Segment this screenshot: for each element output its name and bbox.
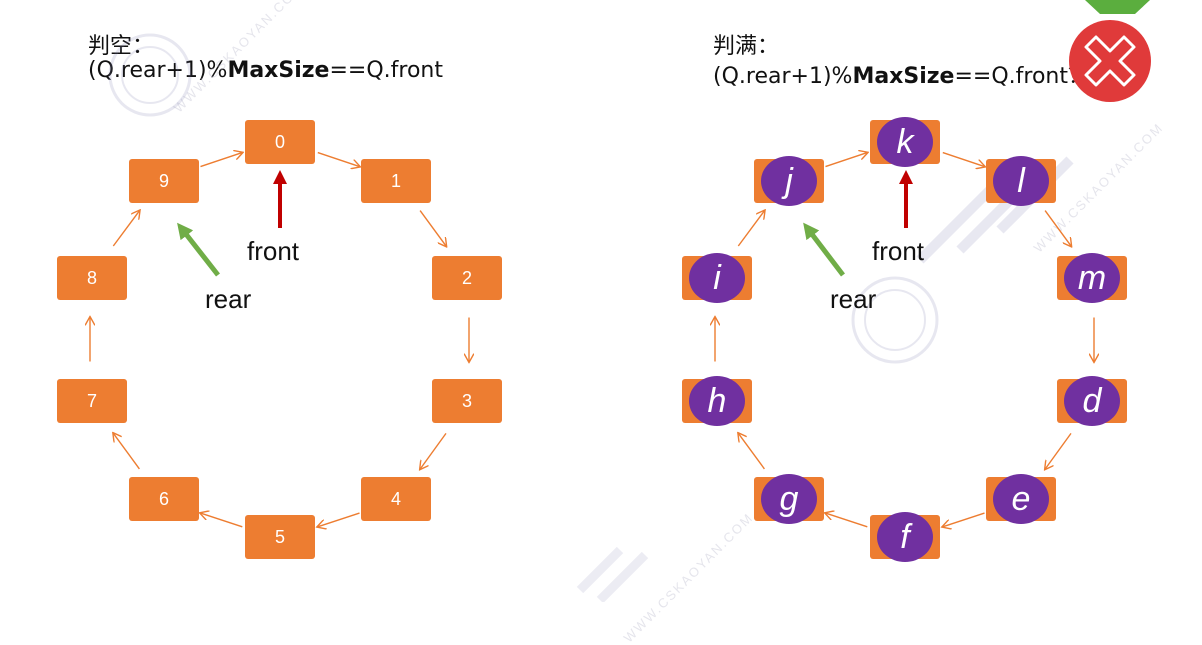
right-title-line1: 判满： bbox=[713, 34, 780, 59]
right-element-4: e bbox=[993, 474, 1049, 524]
right-queue-cell-4: e bbox=[986, 474, 1056, 524]
left-ring-arrow-6 bbox=[113, 433, 140, 470]
right-queue-cell-2: m bbox=[1057, 253, 1127, 303]
right-ring-arrows bbox=[715, 153, 1094, 527]
left-cell-index-0: 0 bbox=[274, 131, 285, 152]
right-expr-pre: (Q.rear+1)% bbox=[713, 64, 853, 89]
right-queue-cell-9: j bbox=[754, 156, 824, 206]
left-ring-arrow-0 bbox=[317, 151, 360, 167]
left-queue-cell-5: 5 bbox=[245, 515, 315, 559]
right-ring-arrow-9 bbox=[825, 153, 868, 168]
right-ring-arrow-1 bbox=[1044, 210, 1071, 247]
right-ring-arrow-6 bbox=[738, 433, 765, 470]
left-ring-arrow-3 bbox=[420, 432, 447, 469]
watermark-seal bbox=[576, 546, 649, 602]
left-queue-cell-6: 6 bbox=[129, 477, 199, 521]
right-expr-post: ==Q.front？ bbox=[954, 64, 1090, 89]
left-ring-arrow-1 bbox=[419, 210, 446, 247]
right-element-3: d bbox=[1064, 376, 1120, 426]
left-queue-cell-8: 8 bbox=[57, 256, 127, 300]
left-cell-index-8: 8 bbox=[86, 267, 97, 288]
left-front-label: front bbox=[247, 236, 300, 266]
right-rear-arrow bbox=[803, 222, 845, 277]
left-title-line1: 判空： bbox=[88, 34, 155, 59]
right-element-1: l bbox=[993, 156, 1049, 206]
right-ring-arrow-5 bbox=[826, 513, 868, 528]
watermark-seal bbox=[108, 33, 192, 117]
right-element-0: k bbox=[877, 117, 933, 167]
right-ring-arrow-3 bbox=[1045, 432, 1072, 469]
left-expr-post: ==Q.front bbox=[329, 58, 443, 83]
right-ring-arrow-8 bbox=[737, 211, 764, 247]
right-expr-bold: MaxSize bbox=[852, 64, 955, 89]
left-queue-cell-4: 4 bbox=[361, 477, 431, 521]
right-element-5: f bbox=[877, 512, 933, 562]
right-queue-cell-3: d bbox=[1057, 376, 1127, 426]
left-ring-arrow-8 bbox=[112, 211, 139, 247]
left-queue-cell-2: 2 bbox=[432, 256, 502, 300]
left-cell-index-4: 4 bbox=[390, 488, 401, 509]
watermark-seal bbox=[851, 276, 939, 364]
right-queue-cell-0: k bbox=[870, 117, 940, 167]
right-rear-label: rear bbox=[830, 284, 877, 314]
left-rear-arrow bbox=[177, 222, 220, 277]
left-ring-arrow-4 bbox=[318, 512, 360, 527]
left-queue-cell-9: 9 bbox=[129, 159, 199, 203]
left-cell-index-3: 3 bbox=[461, 390, 472, 411]
left-expr-bold: MaxSize bbox=[227, 58, 330, 83]
left-title-expression: (Q.rear+1)%MaxSize==Q.front bbox=[88, 58, 443, 83]
right-element-9: j bbox=[761, 156, 817, 206]
right-queue-cell-1: l bbox=[986, 156, 1056, 206]
left-cell-index-7: 7 bbox=[86, 390, 97, 411]
left-rear-label: rear bbox=[205, 284, 252, 314]
left-queue-cell-7: 7 bbox=[57, 379, 127, 423]
left-cell-index-1: 1 bbox=[390, 170, 401, 191]
right-element-2: m bbox=[1064, 253, 1120, 303]
right-element-6: g bbox=[761, 474, 817, 524]
left-cell-index-6: 6 bbox=[158, 488, 169, 509]
left-ring-arrow-5 bbox=[201, 513, 243, 528]
left-ring-arrow-9 bbox=[200, 153, 243, 168]
right-ring-arrow-4 bbox=[943, 512, 985, 527]
right-queue-cell-7: h bbox=[682, 376, 752, 426]
left-ring-arrows bbox=[90, 153, 469, 527]
right-title-expression: (Q.rear+1)%MaxSize==Q.front？ bbox=[713, 58, 1090, 90]
right-ring-arrow-0 bbox=[942, 151, 985, 167]
right-queue-cell-5: f bbox=[870, 512, 940, 562]
right-queue-cell-6: g bbox=[754, 474, 824, 524]
check-icon bbox=[1085, 0, 1150, 14]
left-cell-index-9: 9 bbox=[158, 170, 169, 191]
right-front-label: front bbox=[872, 236, 925, 266]
left-cell-index-5: 5 bbox=[274, 526, 285, 547]
right-element-7: h bbox=[689, 376, 745, 426]
left-queue-cell-0: 0 bbox=[245, 120, 315, 164]
left-queue-cell-1: 1 bbox=[361, 159, 431, 203]
right-element-8: i bbox=[689, 253, 745, 303]
right-queue-cell-8: i bbox=[682, 253, 752, 303]
left-cell-index-2: 2 bbox=[461, 267, 472, 288]
left-queue-cell-3: 3 bbox=[432, 379, 502, 423]
left-expr-pre: (Q.rear+1)% bbox=[88, 58, 228, 83]
close-circle-icon bbox=[1069, 20, 1151, 102]
